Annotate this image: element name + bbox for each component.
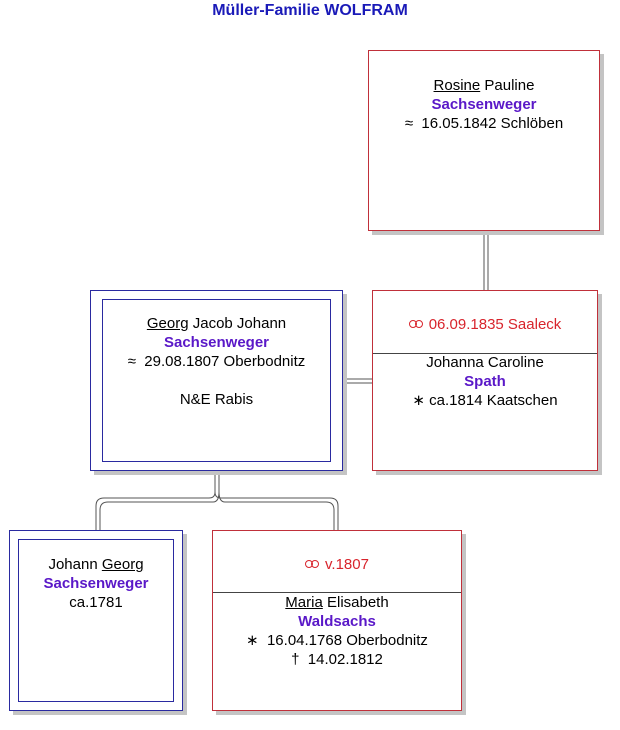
surname: Sachsenweger (43, 575, 149, 592)
chart-title: Müller-Familie WOLFRAM (212, 2, 408, 19)
marriage-card-waldsachs[interactable]: v.1807 Maria Elisabeth Waldsachs ∗ 16.04… (212, 530, 462, 711)
birth-event: ca.1814 Kaatschen (429, 392, 558, 409)
surname: Spath (464, 373, 506, 390)
baptism-event: 16.05.1842 Schlöben (421, 115, 564, 132)
given-name-underlined: Georg (146, 315, 189, 332)
surname: Waldsachs (298, 613, 376, 630)
given-name: Johanna Caroline (426, 354, 544, 371)
spouse-details: Johanna Caroline Spath ∗ ca.1814 Kaatsch… (373, 353, 597, 410)
spouse-details: Maria Elisabeth Waldsachs ∗ 16.04.1768 O… (213, 593, 461, 669)
marriage-date: v.1807 (325, 556, 369, 573)
divider (373, 353, 597, 354)
person-card-rosine[interactable]: Rosine Pauline Sachsenweger ≈ 16.05.1842… (368, 50, 600, 231)
surname: Sachsenweger (163, 334, 270, 351)
given-name-line: Georg Jacob Johann (91, 314, 342, 333)
given-name-rest: Elisabeth (322, 594, 389, 611)
birth-line: ∗ 16.04.1768 Oberbodnitz (213, 631, 461, 650)
divider (213, 592, 461, 593)
person-details: Rosine Pauline Sachsenweger ≈ 16.05.1842… (369, 76, 599, 133)
given-name-underlined: Rosine (433, 77, 481, 94)
baptism-line: ≈ 29.08.1807 Oberbodnitz (91, 352, 342, 371)
person-details: Johann Georg Sachsenweger ca.1781 (10, 555, 182, 612)
person-card-inner-frame (102, 299, 331, 462)
marriage-rings-icon (408, 320, 425, 330)
person-card-inner-frame (18, 539, 174, 702)
baptism-symbol: ≈ (127, 353, 136, 370)
birth-line: ∗ ca.1814 Kaatschen (373, 391, 597, 410)
baptism-line: ≈ 16.05.1842 Schlöben (369, 114, 599, 133)
death-symbol: † (291, 651, 300, 668)
given-name-line: Rosine Pauline (369, 76, 599, 95)
death-event: 14.02.1812 (307, 651, 383, 668)
birth-symbol: ∗ (246, 632, 259, 649)
given-name-rest: Jacob Johann (188, 315, 287, 332)
death-line: † 14.02.1812 (213, 650, 461, 669)
marriage-date-place: 06.09.1835 Saaleck (428, 316, 562, 333)
marriage-line: 06.09.1835 Saaleck (373, 315, 597, 334)
person-card-georg-jacob[interactable]: Georg Jacob Johann Sachsenweger ≈ 29.08.… (90, 290, 343, 471)
baptism-event: 29.08.1807 Oberbodnitz (144, 353, 306, 370)
given-name-line: Johann Georg (10, 555, 182, 574)
given-name-plain: Johann (48, 556, 102, 573)
surname: Sachsenweger (431, 96, 537, 113)
note: N&E Rabis (179, 391, 254, 408)
birth-event: 16.04.1768 Oberbodnitz (266, 632, 428, 649)
marriage-card-spath[interactable]: 06.09.1835 Saaleck Johanna Caroline Spat… (372, 290, 598, 471)
given-name-rest: Pauline (480, 77, 535, 94)
birth-symbol: ∗ (412, 392, 425, 409)
given-name-line: Maria Elisabeth (213, 593, 461, 612)
marriage-rings-icon (305, 560, 321, 570)
marriage-line: v.1807 (213, 555, 461, 574)
birth-event: ca.1781 (69, 594, 123, 611)
person-details: Georg Jacob Johann Sachsenweger ≈ 29.08.… (91, 314, 342, 409)
baptism-symbol: ≈ (404, 115, 414, 132)
person-card-johann-georg[interactable]: Johann Georg Sachsenweger ca.1781 (9, 530, 183, 711)
given-name-underlined: Maria (285, 594, 323, 611)
given-name-underlined: Georg (101, 556, 144, 573)
